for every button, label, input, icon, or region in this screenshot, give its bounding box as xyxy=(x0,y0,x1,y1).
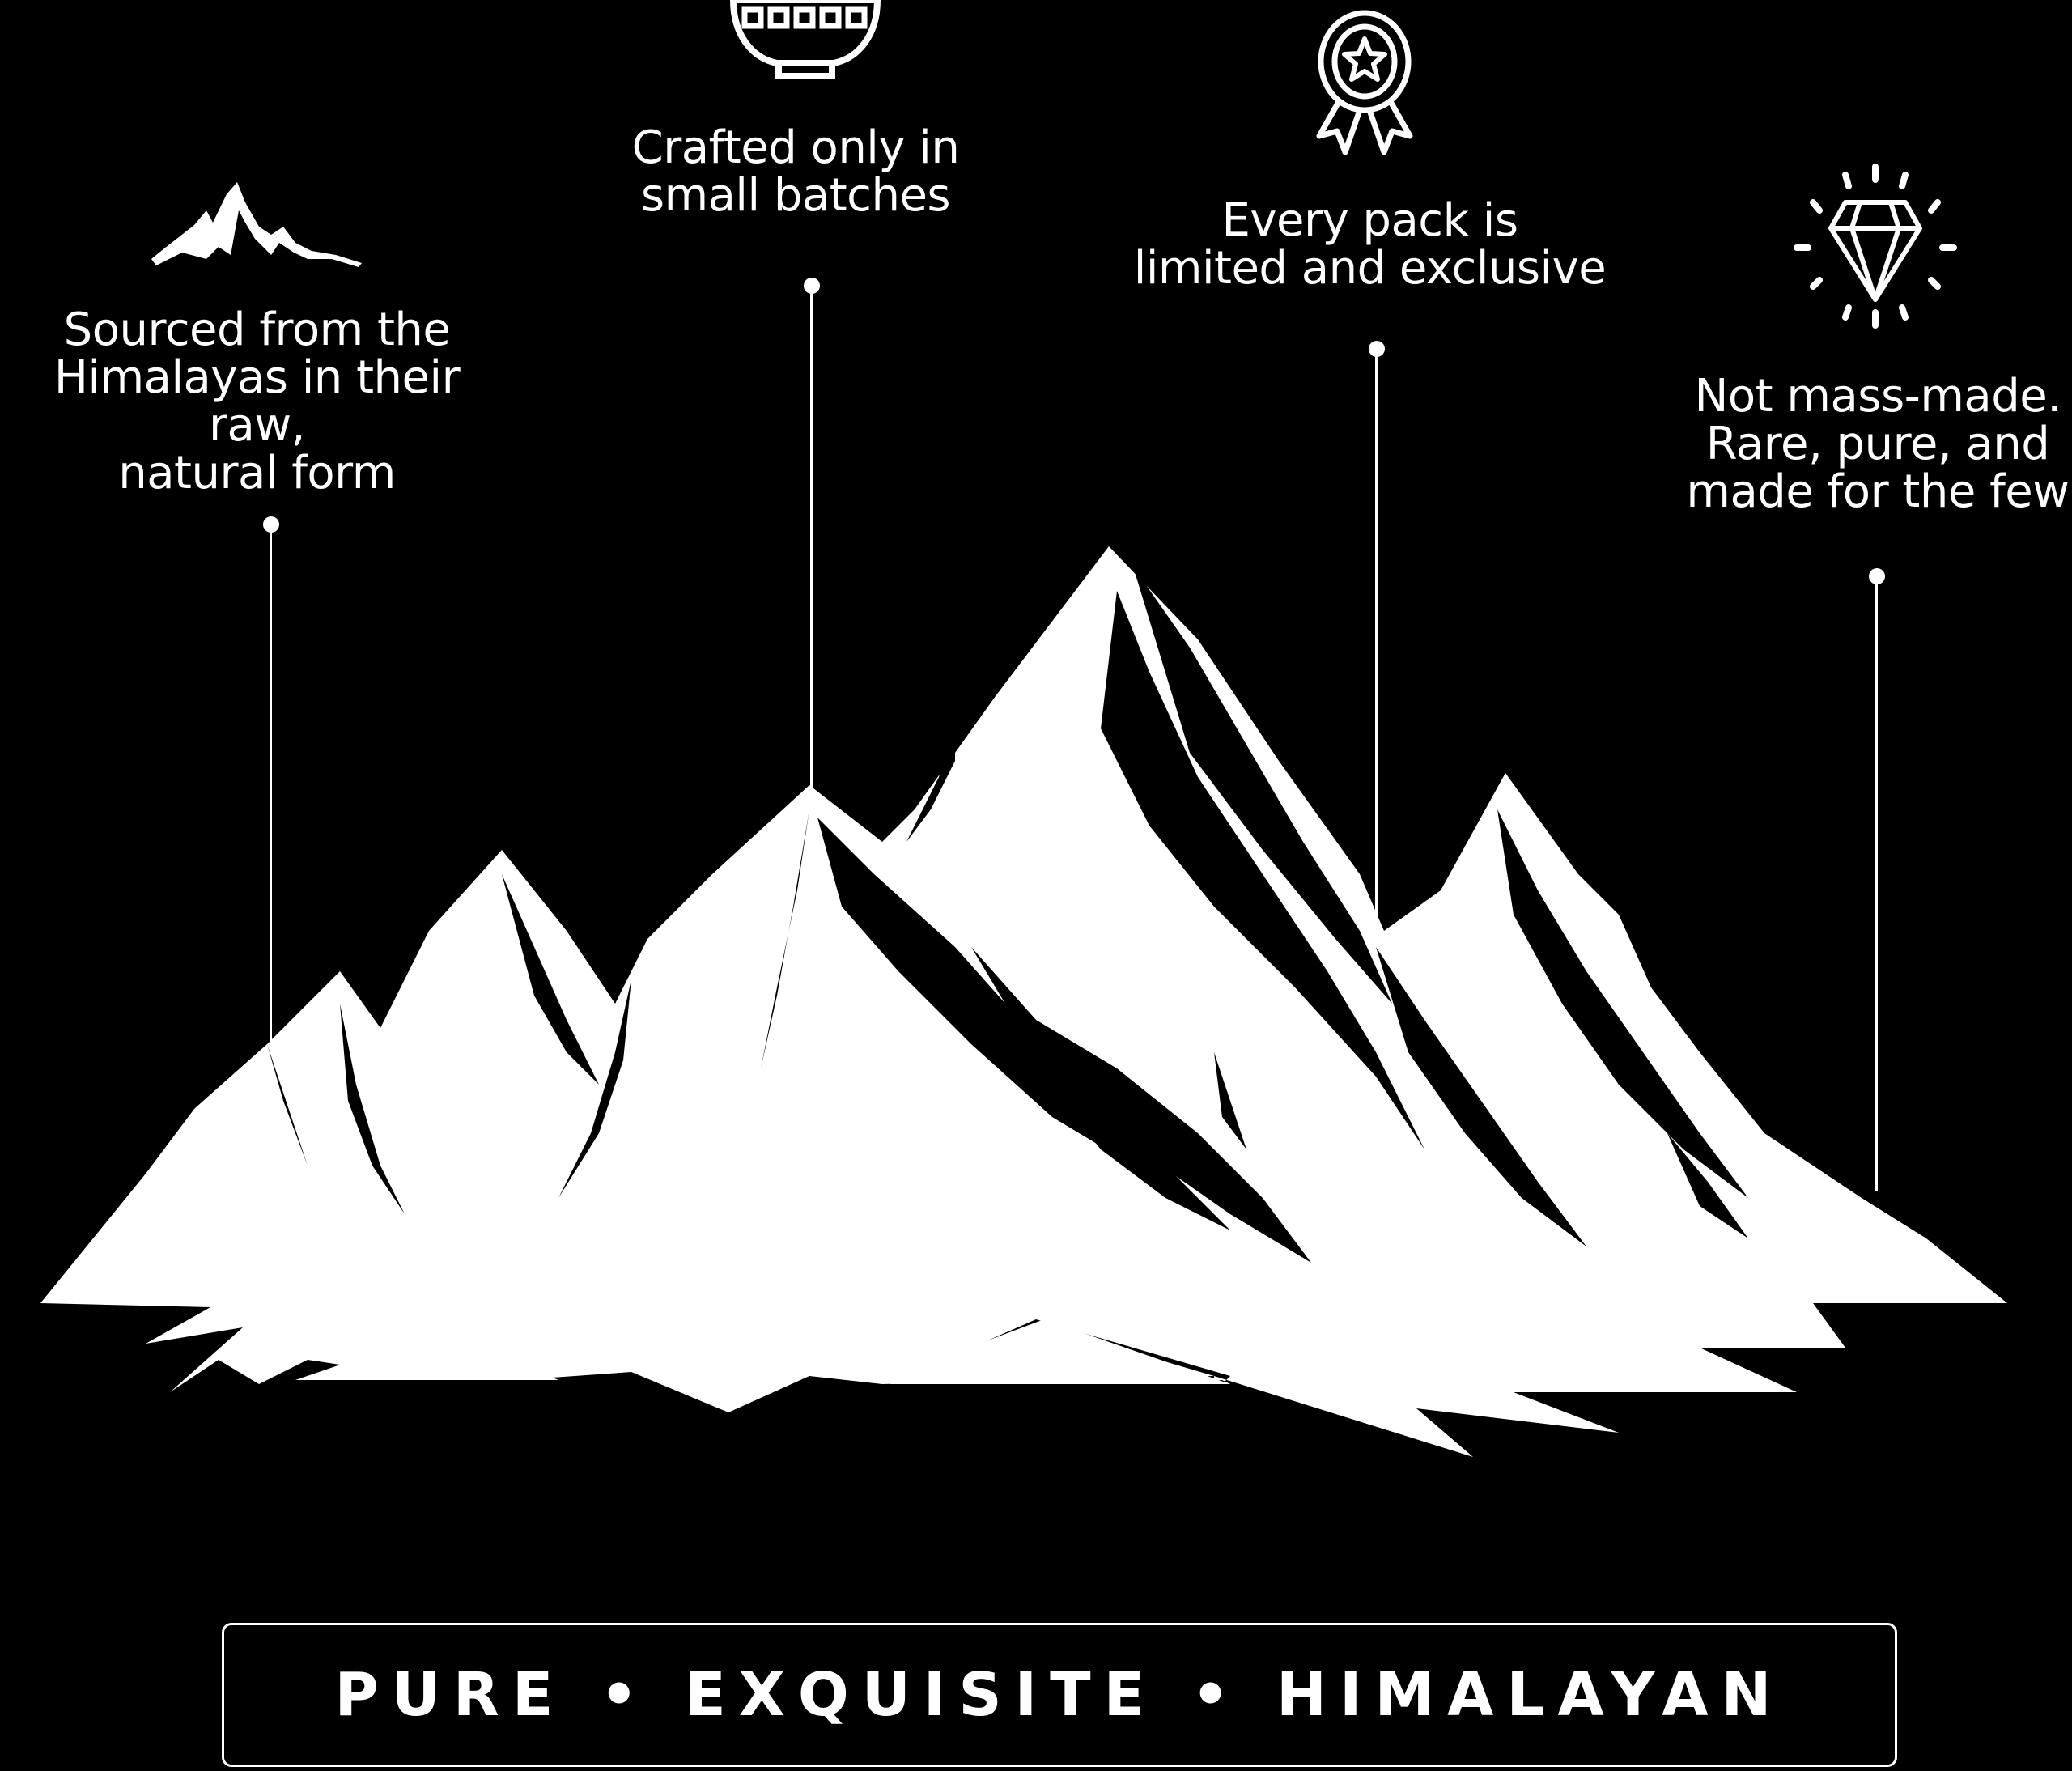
award-medal-icon xyxy=(1316,10,1413,155)
feature-text-limited: Every pack is limited and exclusive xyxy=(1133,194,1607,295)
mountain-icon xyxy=(151,182,362,267)
pin-line-1 xyxy=(270,525,272,1051)
diamond-icon xyxy=(1794,164,1957,329)
tagline-banner: PURE • EXQUISITE • HIMALAYAN xyxy=(222,1623,1897,1767)
pin-line-3 xyxy=(1375,349,1378,940)
feature-text-crafted: Crafted only in small batches xyxy=(631,121,960,222)
feature-text-sourced: Sourced from the Himalayas in their raw,… xyxy=(53,304,461,499)
pin-line-4 xyxy=(1875,576,1878,1191)
feature-text-not-mass-made: Not mass-made. Rare, pure, and made for … xyxy=(1686,370,2070,518)
pin-line-2 xyxy=(810,286,813,796)
bowl-icon xyxy=(729,0,881,79)
tagline-text: PURE • EXQUISITE • HIMALAYAN xyxy=(334,1660,1785,1730)
